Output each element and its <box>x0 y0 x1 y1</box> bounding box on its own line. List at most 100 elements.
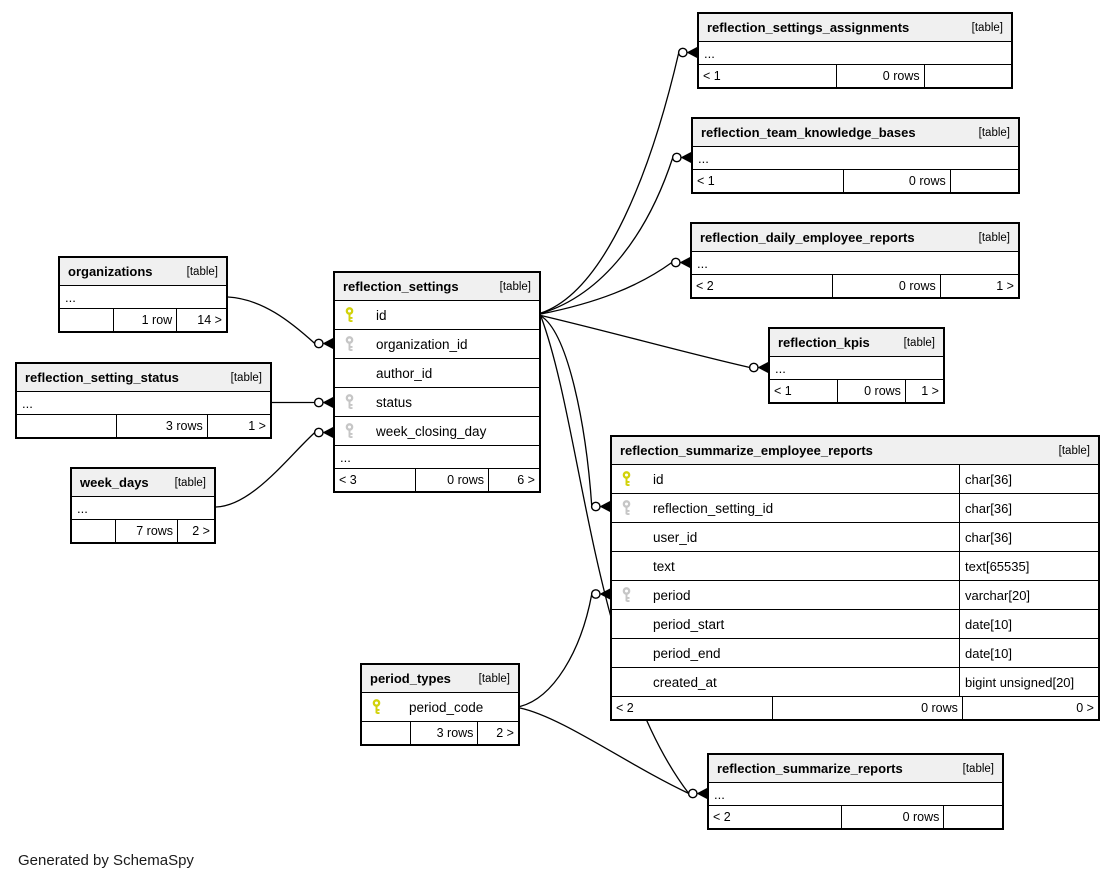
table-tag: [table] <box>903 336 935 349</box>
column-row-created-at: created_at bigint unsigned[20] <box>612 668 1098 697</box>
column-row-author-id: author_id <box>335 359 539 388</box>
column-name: week_closing_day <box>376 423 487 439</box>
parent-count: < 1 <box>697 174 715 188</box>
row-count: 1 row <box>113 309 176 331</box>
table-header[interactable]: organizations [table] <box>60 258 226 286</box>
table-node-week-days[interactable]: week_days [table] ... 7 rows 2 > <box>70 467 216 544</box>
table-name: reflection_settings_assignments <box>707 20 910 35</box>
child-count <box>949 170 1018 192</box>
columns-ellipsis: ... <box>693 147 1018 170</box>
crowfoot-odot-markers <box>313 47 768 799</box>
table-node-reflection-daily-employee-reports[interactable]: reflection_daily_employee_reports [table… <box>690 222 1020 299</box>
parent-count <box>72 520 115 542</box>
column-type: text[65535] <box>959 552 1098 580</box>
parent-count <box>60 309 113 331</box>
table-footer: < 1 0 rows 1 > <box>770 380 943 402</box>
table-header[interactable]: reflection_team_knowledge_bases [table] <box>693 119 1018 147</box>
child-count: 1 > <box>939 275 1018 297</box>
table-name: reflection_summarize_employee_reports <box>620 443 873 458</box>
child-count <box>943 806 1002 828</box>
table-header[interactable]: period_types [table] <box>362 665 518 693</box>
table-tag: [table] <box>978 126 1010 139</box>
column-row-id: id <box>335 301 539 330</box>
table-node-reflection-settings-assignments[interactable]: reflection_settings_assignments [table] … <box>697 12 1013 89</box>
table-name: reflection_kpis <box>778 335 870 350</box>
column-type: char[36] <box>959 465 1098 493</box>
table-tag: [table] <box>230 371 262 384</box>
table-tag: [table] <box>186 265 218 278</box>
column-type: varchar[20] <box>959 581 1098 609</box>
columns-ellipsis: ... <box>335 446 539 469</box>
child-count: 2 > <box>477 722 518 744</box>
table-name: reflection_team_knowledge_bases <box>701 125 916 140</box>
columns-ellipsis: ... <box>709 783 1002 806</box>
child-count: 1 > <box>904 380 943 402</box>
table-footer: 3 rows 2 > <box>362 722 518 744</box>
column-type: date[10] <box>959 639 1098 667</box>
table-header[interactable]: reflection_summarize_reports [table] <box>709 755 1002 783</box>
foreign-key-icon <box>335 336 368 352</box>
foreign-key-icon <box>335 394 368 410</box>
child-count: 1 > <box>206 415 270 437</box>
primary-key-icon <box>612 471 645 487</box>
row-count: 0 rows <box>836 65 923 87</box>
column-name: user_id <box>653 529 698 545</box>
table-header[interactable]: reflection_summarize_employee_reports [t… <box>612 437 1098 465</box>
table-node-reflection-team-knowledge-bases[interactable]: reflection_team_knowledge_bases [table] … <box>691 117 1020 194</box>
columns-ellipsis: ... <box>17 392 270 415</box>
parent-count: < 2 <box>616 701 634 715</box>
foreign-key-icon <box>612 500 645 516</box>
column-row-organization-id: organization_id <box>335 330 539 359</box>
table-tag: [table] <box>978 231 1010 244</box>
table-header[interactable]: reflection_settings_assignments [table] <box>699 14 1011 42</box>
row-count: 0 rows <box>842 170 950 192</box>
column-row-status: status <box>335 388 539 417</box>
parent-count: < 1 <box>774 384 792 398</box>
table-name: week_days <box>80 475 149 490</box>
table-footer: < 2 0 rows <box>709 806 1002 828</box>
row-count: 3 rows <box>410 722 477 744</box>
column-name: text <box>653 558 675 574</box>
columns-ellipsis: ... <box>72 497 214 520</box>
table-header[interactable]: reflection_kpis [table] <box>770 329 943 357</box>
columns-ellipsis: ... <box>692 252 1018 275</box>
table-node-organizations[interactable]: organizations [table] ... 1 row 14 > <box>58 256 228 333</box>
column-type: char[36] <box>959 494 1098 522</box>
table-header[interactable]: week_days [table] <box>72 469 214 497</box>
table-node-reflection-summarize-employee-reports[interactable]: reflection_summarize_employee_reports [t… <box>610 435 1100 721</box>
table-footer: < 2 0 rows 0 > <box>612 697 1098 719</box>
columns-ellipsis: ... <box>770 357 943 380</box>
child-count: 2 > <box>177 520 214 542</box>
table-node-period-types[interactable]: period_types [table] period_code 3 rows … <box>360 663 520 746</box>
table-tag: [table] <box>962 762 994 775</box>
column-name: organization_id <box>376 336 468 352</box>
column-name: status <box>376 394 413 410</box>
table-header[interactable]: reflection_daily_employee_reports [table… <box>692 224 1018 252</box>
table-name: reflection_setting_status <box>25 370 179 385</box>
column-row-id: id char[36] <box>612 465 1098 494</box>
table-header[interactable]: reflection_settings [table] <box>335 273 539 301</box>
table-header[interactable]: reflection_setting_status [table] <box>17 364 270 392</box>
relationship-curves <box>215 52 750 795</box>
table-footer: 3 rows 1 > <box>17 415 270 437</box>
table-node-reflection-kpis[interactable]: reflection_kpis [table] ... < 1 0 rows 1… <box>768 327 945 404</box>
column-row-period-start: period_start date[10] <box>612 610 1098 639</box>
column-name: created_at <box>653 674 717 690</box>
table-name: reflection_daily_employee_reports <box>700 230 915 245</box>
primary-key-icon <box>362 699 395 715</box>
column-row-period-code: period_code <box>362 693 518 722</box>
table-node-reflection-setting-status[interactable]: reflection_setting_status [table] ... 3 … <box>15 362 272 439</box>
column-type: date[10] <box>959 610 1098 638</box>
row-count: 0 rows <box>832 275 940 297</box>
row-count: 7 rows <box>114 520 177 542</box>
table-footer: < 1 0 rows <box>699 65 1011 87</box>
row-count: 0 rows <box>414 469 488 491</box>
parent-count: < 2 <box>713 810 731 824</box>
table-node-reflection-settings[interactable]: reflection_settings [table] id organizat… <box>333 271 541 493</box>
child-count: 6 > <box>487 469 539 491</box>
column-row-period-end: period_end date[10] <box>612 639 1098 668</box>
table-node-reflection-summarize-reports[interactable]: reflection_summarize_reports [table] ...… <box>707 753 1004 830</box>
column-row-week-closing-day: week_closing_day <box>335 417 539 446</box>
